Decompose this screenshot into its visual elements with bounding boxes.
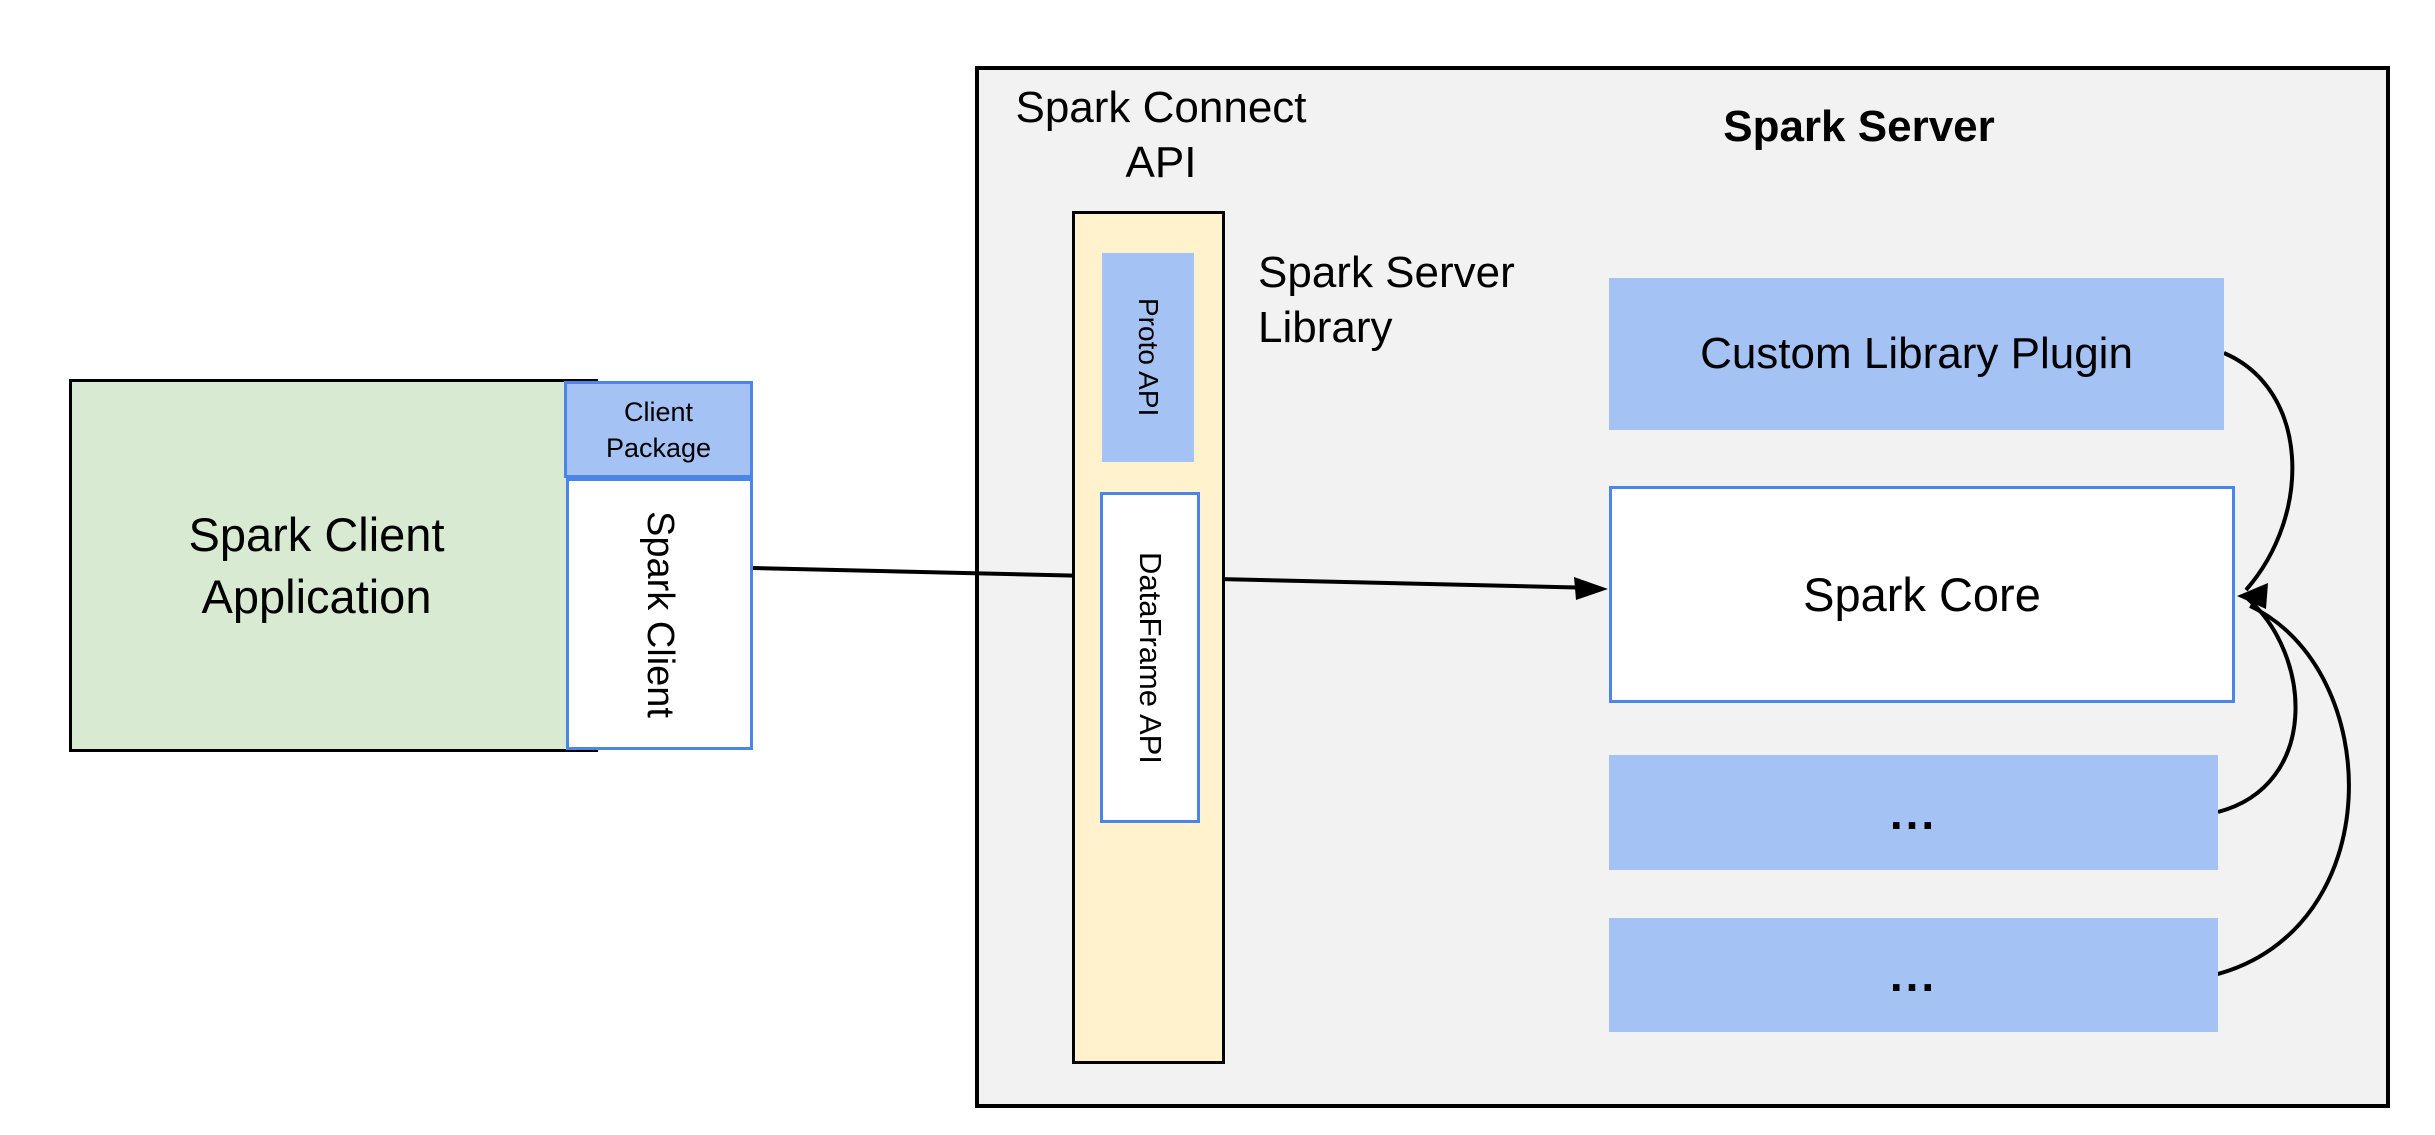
core-right-arrowhead: [2237, 583, 2268, 609]
module1-to-core-curve: [2217, 597, 2298, 814]
module2-to-core-curve: [2213, 604, 2351, 977]
custom-library-plugin-box: Custom Library Plugin: [1609, 278, 2224, 430]
dataframe-api-box: DataFrame API: [1100, 492, 1200, 823]
spark-connect-api-title: Spark Connect API: [1015, 83, 1307, 187]
proto-api-label: Proto API: [1133, 298, 1164, 417]
client-to-core-arrowhead: [1574, 577, 1608, 600]
spark-core-label: Spark Core: [1803, 568, 2041, 621]
spark-server-library-label: Spark Server Library: [1258, 248, 1515, 352]
server-module-box-1: ...: [1609, 755, 2218, 870]
spark-client-box: Spark Client: [566, 478, 753, 750]
client-package-label: Client Package: [605, 396, 712, 463]
spark-client-application-box: Spark Client Application: [69, 379, 598, 752]
spark-client-application-label: Spark Client Application: [188, 507, 445, 623]
server-module-box-2: ...: [1609, 918, 2218, 1032]
client-package-box: Client Package: [564, 381, 753, 478]
spark-server-title: Spark Server: [1723, 102, 1995, 151]
server-module-ellipsis-1: ...: [1889, 786, 1938, 839]
plugin-to-core-curve: [2223, 351, 2295, 592]
custom-library-plugin-label: Custom Library Plugin: [1700, 329, 2133, 378]
spark-client-label: Spark Client: [639, 510, 681, 718]
server-module-ellipsis-2: ...: [1889, 949, 1938, 1001]
spark-core-box: Spark Core: [1609, 486, 2235, 703]
proto-api-box: Proto API: [1102, 253, 1194, 462]
dataframe-api-label: DataFrame API: [1133, 551, 1168, 764]
